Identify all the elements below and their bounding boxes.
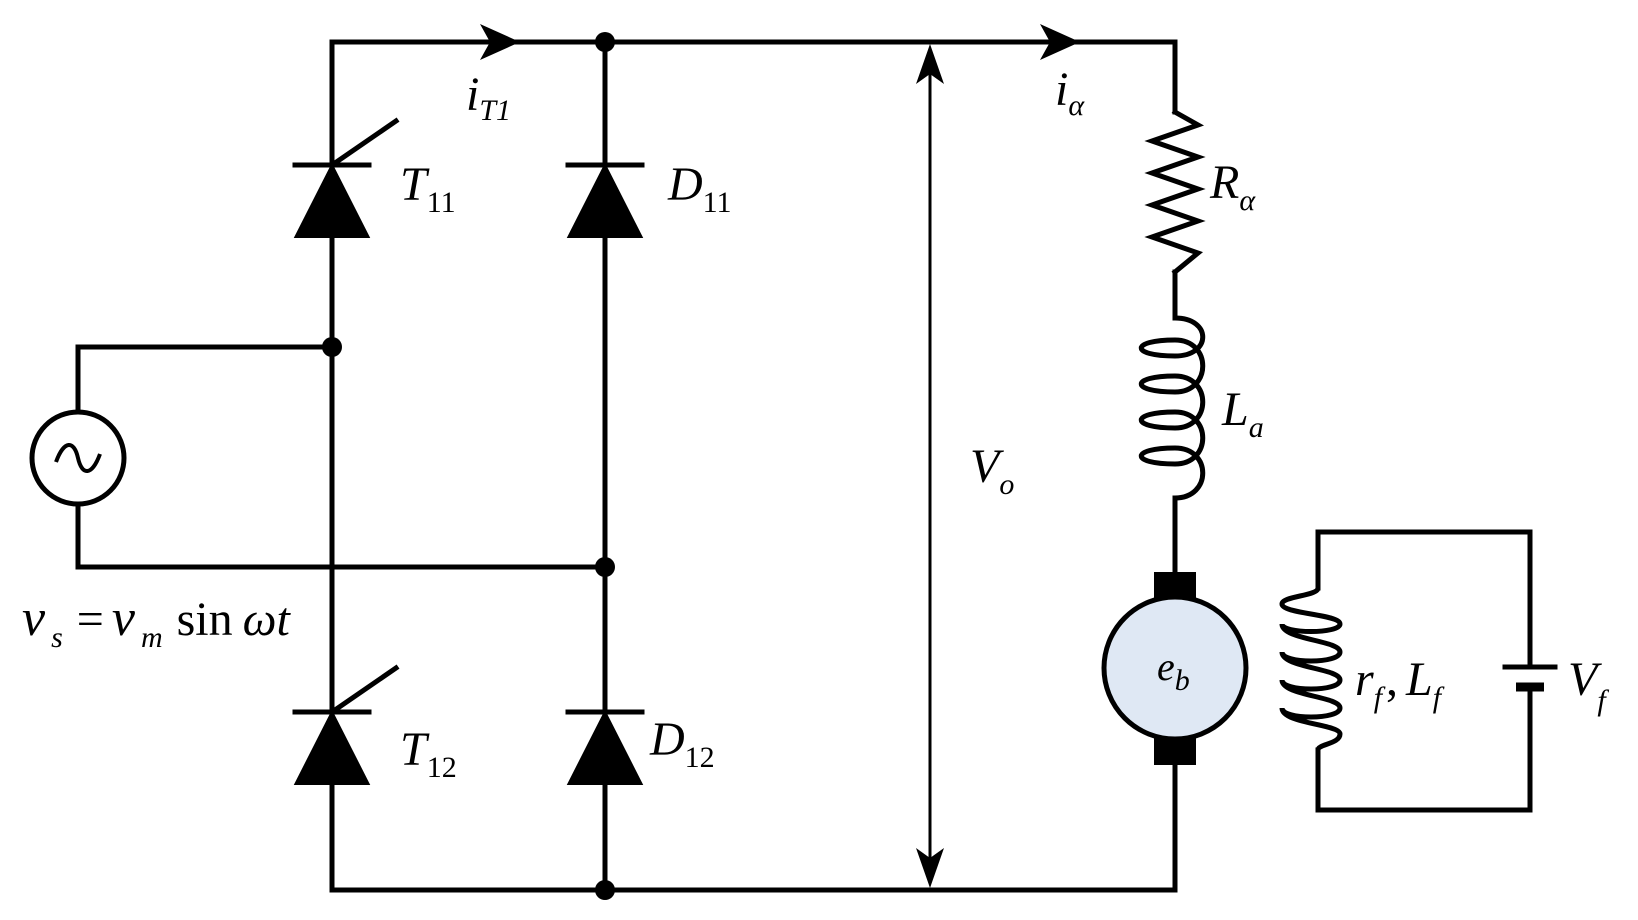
label-main: i — [466, 68, 479, 121]
source-wire-top — [75, 344, 335, 415]
ac-source — [29, 409, 127, 507]
label-field-rf-lf: rf,Lf — [1355, 653, 1445, 714]
label-sub: a — [1249, 411, 1264, 444]
label-sin: sin — [177, 593, 233, 646]
output-voltage-arrow — [916, 44, 944, 888]
motor-armature — [1101, 594, 1249, 742]
field-wire-top — [1315, 529, 1533, 670]
label-sep: , — [1386, 653, 1398, 706]
label-sub: f — [1597, 684, 1609, 717]
label-vs-sub: s — [51, 621, 63, 654]
label-vs: v — [22, 590, 46, 647]
diode-body — [566, 162, 644, 238]
thyristor-gate — [328, 664, 400, 716]
thyristor-t12 — [292, 664, 400, 785]
label-vo: Vo — [970, 440, 1014, 501]
label-ra: Rα — [1209, 156, 1256, 217]
diode-d12 — [565, 709, 645, 785]
label-sub: b — [1175, 664, 1190, 697]
label-sub: α — [1068, 89, 1085, 122]
label-main: R — [1209, 156, 1239, 209]
label-r: r — [1355, 653, 1374, 706]
label-sub: 11 — [427, 186, 456, 219]
junction-dot — [595, 557, 615, 577]
dc-motor — [1101, 572, 1249, 765]
thyristor-gate — [328, 117, 400, 169]
label-la: La — [1221, 383, 1264, 444]
label-main: V — [1568, 653, 1602, 706]
label-sub: 11 — [703, 186, 732, 219]
label-main: D — [649, 713, 685, 766]
diode-d11 — [565, 162, 645, 238]
label-eq: = — [77, 593, 104, 646]
label-sub: T1 — [479, 94, 511, 127]
label-vm: v — [112, 590, 136, 647]
junction-dot — [595, 32, 615, 52]
diode-body — [566, 709, 644, 785]
label-sub: 12 — [685, 741, 715, 774]
arrow-head-up — [916, 44, 944, 84]
sine-wave-icon — [54, 443, 102, 473]
label-vf: Vf — [1568, 653, 1609, 717]
label-main: D — [667, 158, 703, 211]
junction-dot — [595, 880, 615, 900]
junction-dot — [322, 337, 342, 357]
label-sub: α — [1239, 184, 1256, 217]
arrow-head-down — [916, 848, 944, 888]
thyristor-body — [293, 162, 371, 238]
label-sub: 12 — [427, 751, 457, 784]
label-vm-sub: m — [141, 621, 163, 654]
label-t12: T12 — [400, 723, 457, 784]
battery-vf — [1502, 664, 1558, 692]
resistor-ra — [1144, 108, 1206, 276]
inductor-la — [1139, 315, 1206, 501]
label-d11: D11 — [667, 158, 732, 219]
label-l: L — [1405, 653, 1433, 706]
label-current-ia: iα — [1055, 63, 1085, 122]
label-main: e — [1157, 644, 1175, 689]
label-sub: o — [999, 468, 1014, 501]
current-arrow-ia — [1040, 24, 1080, 60]
field-inductor — [1279, 585, 1343, 753]
junctions — [322, 32, 615, 900]
label-r-sub: f — [1374, 681, 1386, 714]
label-eb: eb — [1157, 644, 1190, 697]
label-main: L — [1221, 383, 1249, 436]
label-main: T — [400, 723, 430, 776]
label-d12: D12 — [649, 713, 715, 774]
label-arg: ωt — [243, 593, 292, 646]
current-arrow-it1 — [480, 24, 520, 60]
label-main: T — [400, 158, 430, 211]
label-t11: T11 — [400, 158, 456, 219]
wires — [75, 39, 1533, 893]
label-main: V — [970, 440, 1004, 493]
thyristor-body — [293, 709, 371, 785]
thyristor-t11 — [292, 117, 400, 238]
field-wire-bottom — [1315, 684, 1533, 813]
label-l-sub: f — [1433, 681, 1445, 714]
label-current-it1: iT1 — [466, 68, 511, 127]
source-wire-bottom — [75, 502, 608, 570]
label-main: i — [1055, 63, 1068, 116]
